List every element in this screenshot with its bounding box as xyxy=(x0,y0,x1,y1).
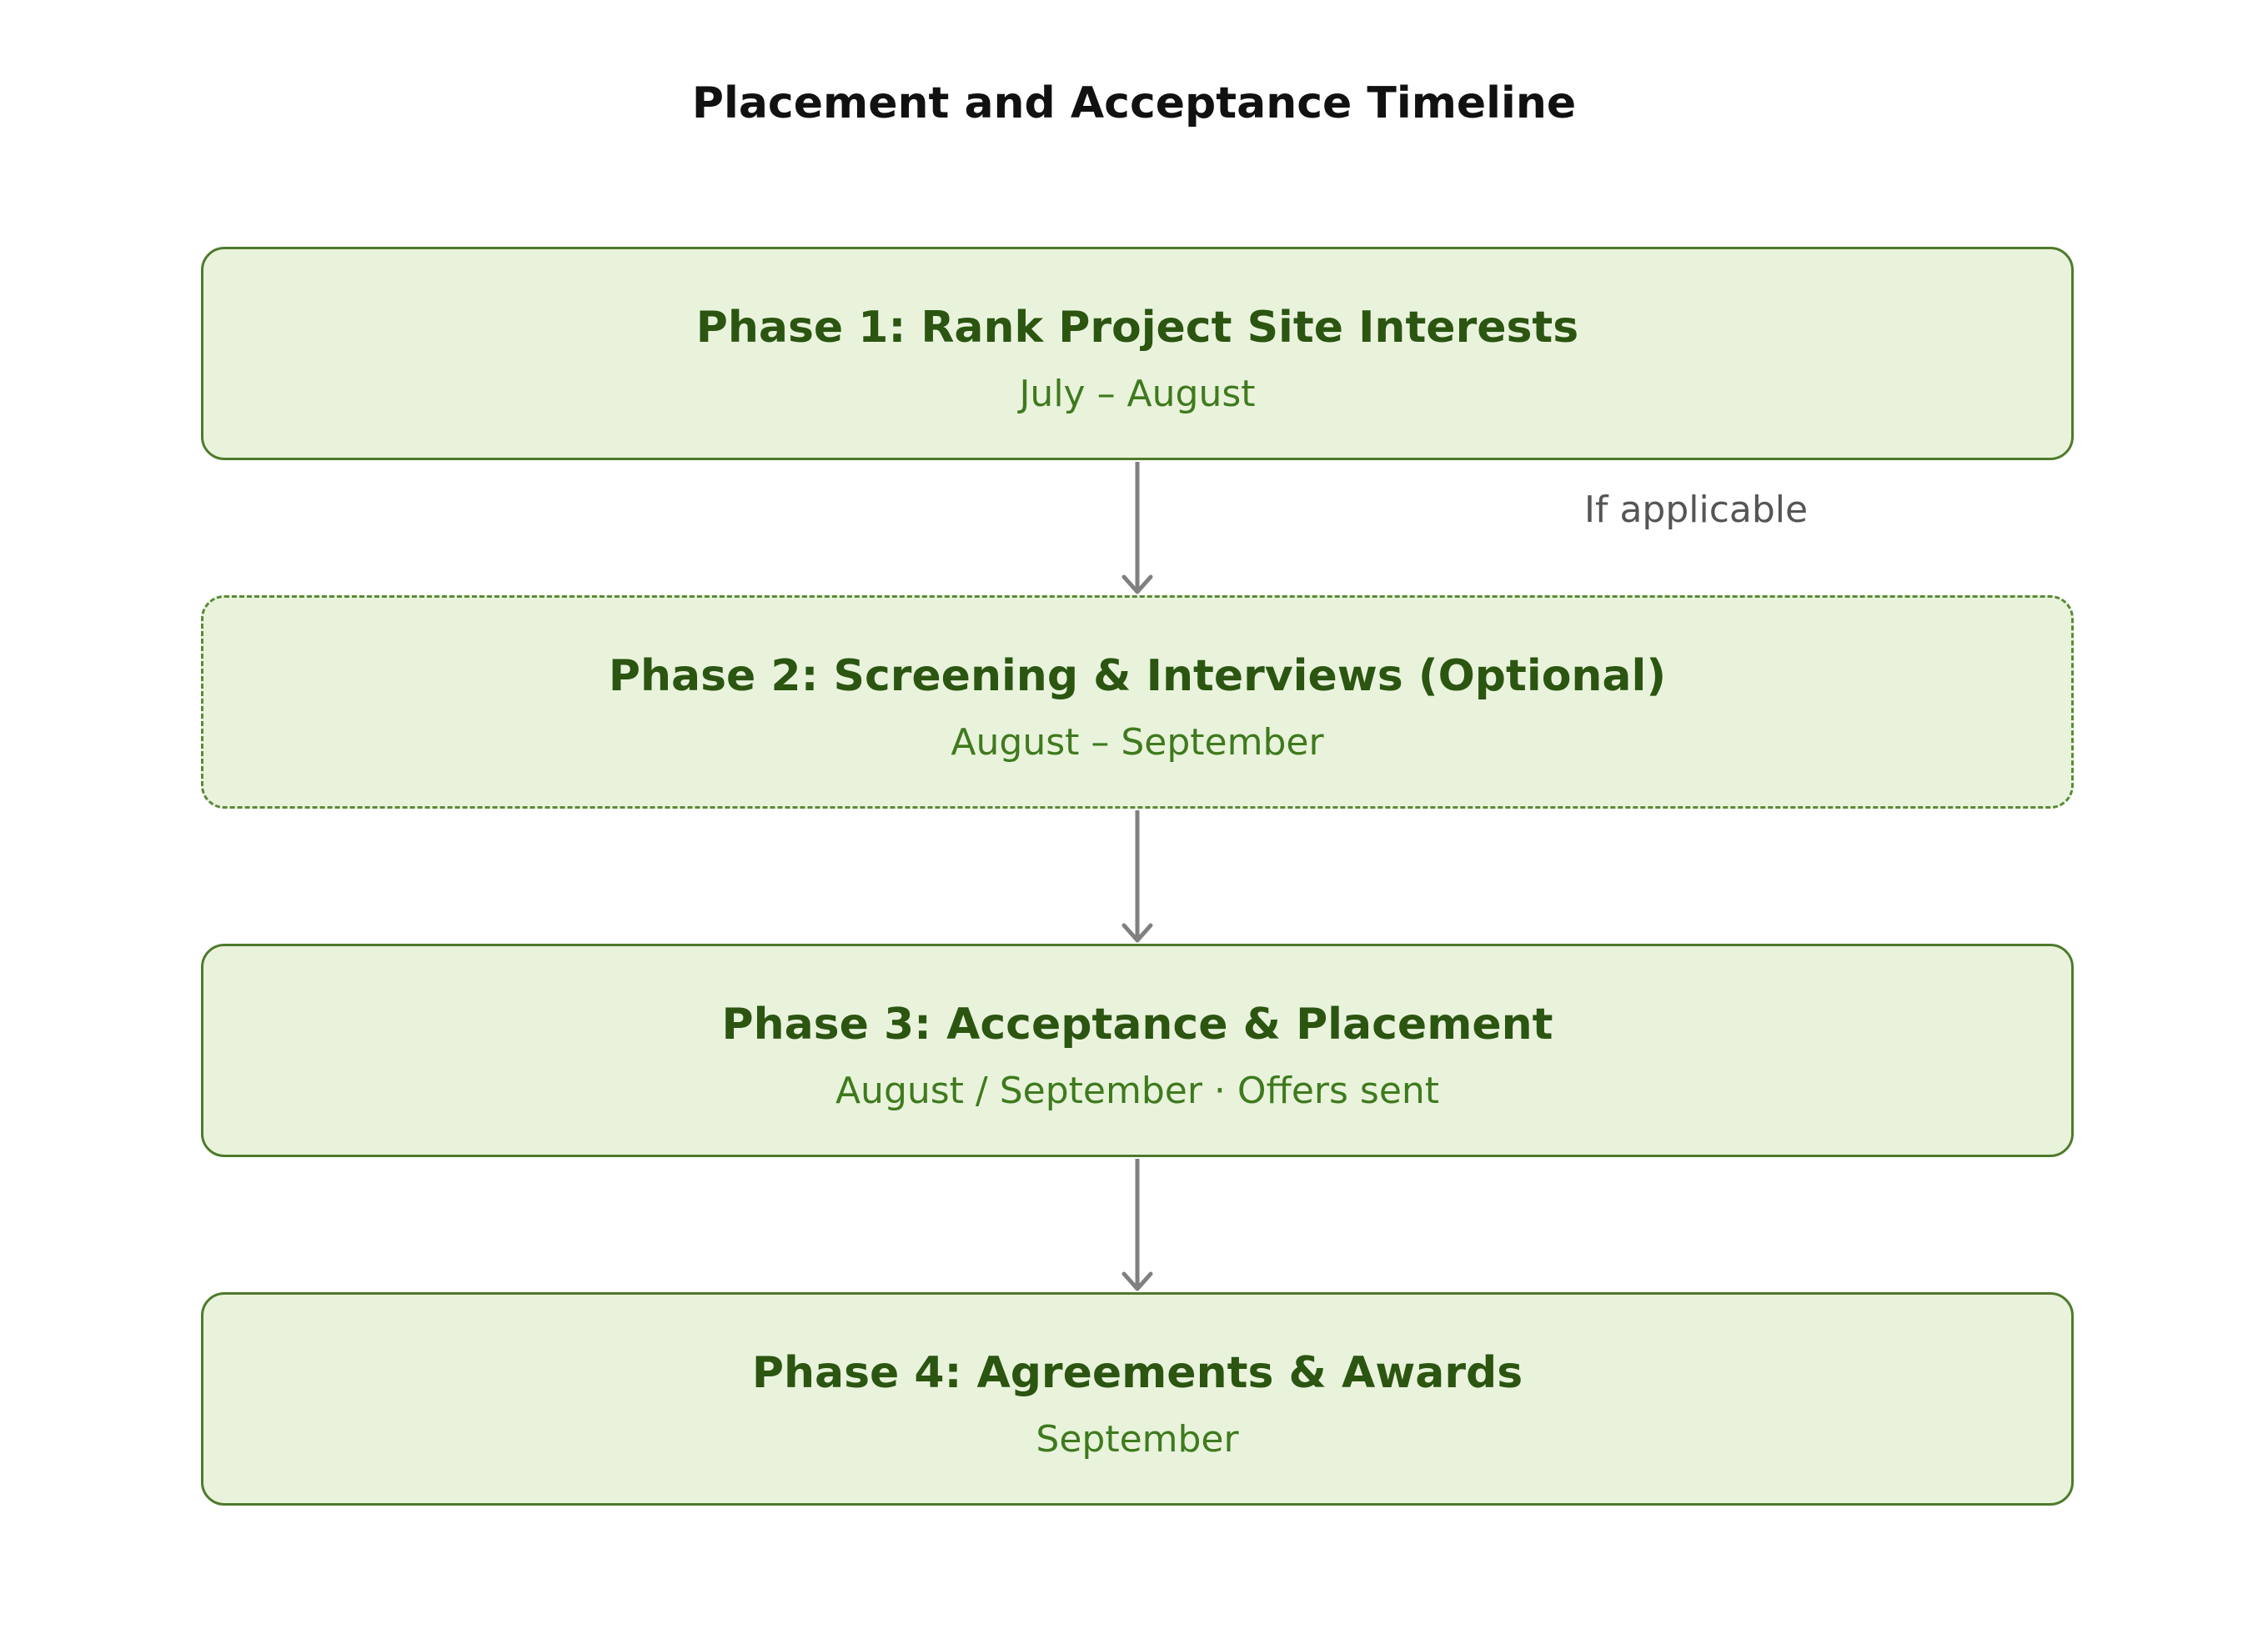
phase-4-box: Phase 4: Agreements & Awards September xyxy=(201,1292,2074,1506)
phase-3-box: Phase 3: Acceptance & Placement August /… xyxy=(201,944,2074,1157)
phase-3-title: Phase 3: Acceptance & Placement xyxy=(721,1000,1553,1050)
arrow-phase-1-to-2 xyxy=(1121,462,1153,594)
phase-2-dates: August – September xyxy=(951,721,1324,764)
phase-2-title: Phase 2: Screening & Interviews (Optiona… xyxy=(608,651,1667,701)
diagram-title: Placement and Acceptance Timeline xyxy=(691,78,1577,128)
phase-1-dates: July – August xyxy=(1019,373,1256,415)
phase-1-box: Phase 1: Rank Project Site Interests Jul… xyxy=(201,247,2074,460)
phase-2-box: Phase 2: Screening & Interviews (Optiona… xyxy=(201,595,2074,809)
phase-4-title: Phase 4: Agreements & Awards xyxy=(751,1348,1523,1398)
arrow-phase-2-to-3 xyxy=(1121,810,1153,943)
phase-3-dates: August / September · Offers sent xyxy=(835,1070,1440,1112)
arrow-phase-3-to-4 xyxy=(1121,1159,1153,1291)
phase-1-title: Phase 1: Rank Project Site Interests xyxy=(695,303,1579,353)
edge-label-if-applicable: If applicable xyxy=(1584,489,1809,531)
phase-4-dates: September xyxy=(1036,1418,1239,1461)
